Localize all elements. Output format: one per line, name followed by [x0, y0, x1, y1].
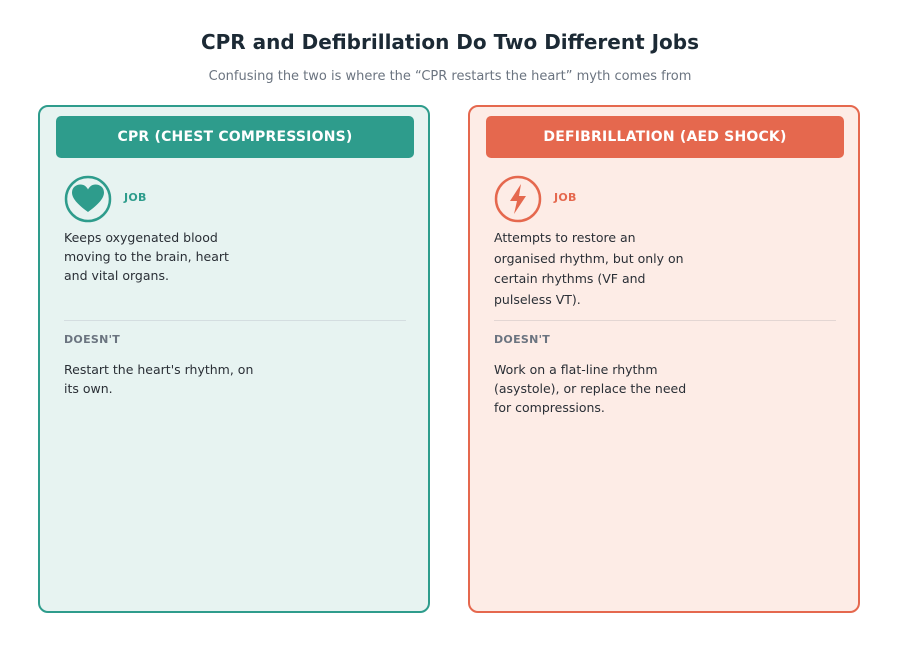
page-title: CPR and Defibrillation Do Two Different … [200, 30, 700, 54]
heart-icon [64, 175, 112, 223]
defibrillation-job-text: Attempts to restore an organised rhythm,… [494, 230, 684, 307]
cpr-card-heading: CPR (CHEST COMPRESSIONS) [56, 116, 414, 158]
defibrillation-doesnt-text: Work on a flat-line rhythm (asystole), o… [494, 362, 687, 415]
lightning-bolt-icon [494, 175, 542, 223]
defibrillation-card-heading: DEFIBRILLATION (AED SHOCK) [486, 116, 844, 158]
defibrillation-doesnt-label: DOESN'T [494, 333, 551, 346]
defibrillation-job-label: JOB [554, 191, 577, 204]
cpr-card: CPR (CHEST COMPRESSIONS) JOB Keeps oxyge… [38, 105, 430, 613]
cpr-doesnt-label: DOESN'T [64, 333, 121, 346]
page-subtitle: Confusing the two is where the “CPR rest… [208, 69, 692, 84]
cpr-job-label: JOB [124, 191, 147, 204]
cpr-job-text: Keeps oxygenated blood moving to the bra… [64, 230, 229, 283]
defibrillation-divider [494, 320, 836, 321]
defibrillation-card: DEFIBRILLATION (AED SHOCK) JOB Attempts … [468, 105, 860, 613]
cpr-doesnt-text: Restart the heart's rhythm, on its own. [64, 362, 254, 396]
cpr-divider [64, 320, 406, 321]
